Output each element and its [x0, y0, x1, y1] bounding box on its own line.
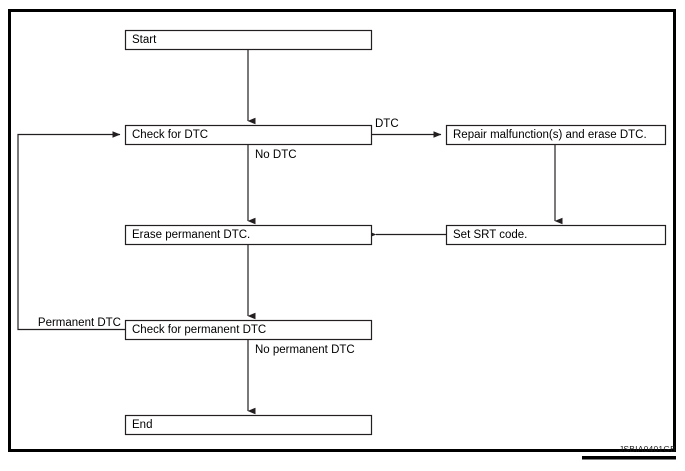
- node-check_dtc: Check for DTC: [124, 124, 373, 146]
- node-label-check_perm_dtc: Check for permanent DTC: [132, 324, 266, 336]
- node-box-erase_perm_dtc: [124, 224, 373, 246]
- node-repair: Repair malfunction(s) and erase DTC.: [445, 124, 667, 146]
- node-box-end: [124, 414, 373, 436]
- edge-label-layer: DTC No DTC Permanent DTC No permanent DTC: [38, 118, 399, 356]
- node-erase_perm_dtc: Erase permanent DTC.: [124, 224, 373, 246]
- caption-underline: [582, 456, 676, 460]
- connector-permanent-dtc-feedback: [17, 131, 125, 331]
- edge-label-dtc: DTC: [375, 118, 399, 130]
- node-label-end: End: [132, 419, 152, 431]
- node-box-set_srt: [445, 224, 667, 246]
- node-label-repair: Repair malfunction(s) and erase DTC.: [453, 129, 647, 141]
- edge-label-no_dtc: No DTC: [255, 149, 297, 161]
- edge-label-permanent_dtc: Permanent DTC: [38, 317, 121, 329]
- node-label-start: Start: [132, 34, 157, 46]
- node-check_perm_dtc: Check for permanent DTC: [124, 319, 373, 341]
- connector-layer: [17, 49, 563, 415]
- node-start: Start: [124, 29, 373, 51]
- node-label-set_srt: Set SRT code.: [453, 229, 527, 241]
- node-end: End: [124, 414, 373, 436]
- node-box-check_perm_dtc: [124, 319, 373, 341]
- node-box-repair: [445, 124, 667, 146]
- edge-label-no_permanent_dtc: No permanent DTC: [255, 344, 355, 356]
- node-label-erase_perm_dtc: Erase permanent DTC.: [132, 229, 250, 241]
- node-box-start: [124, 29, 373, 51]
- node-label-check_dtc: Check for DTC: [132, 129, 208, 141]
- node-box-check_dtc: [124, 124, 373, 146]
- figure-caption-id: JSBIA0401GB: [619, 444, 676, 454]
- node-set_srt: Set SRT code.: [445, 224, 667, 246]
